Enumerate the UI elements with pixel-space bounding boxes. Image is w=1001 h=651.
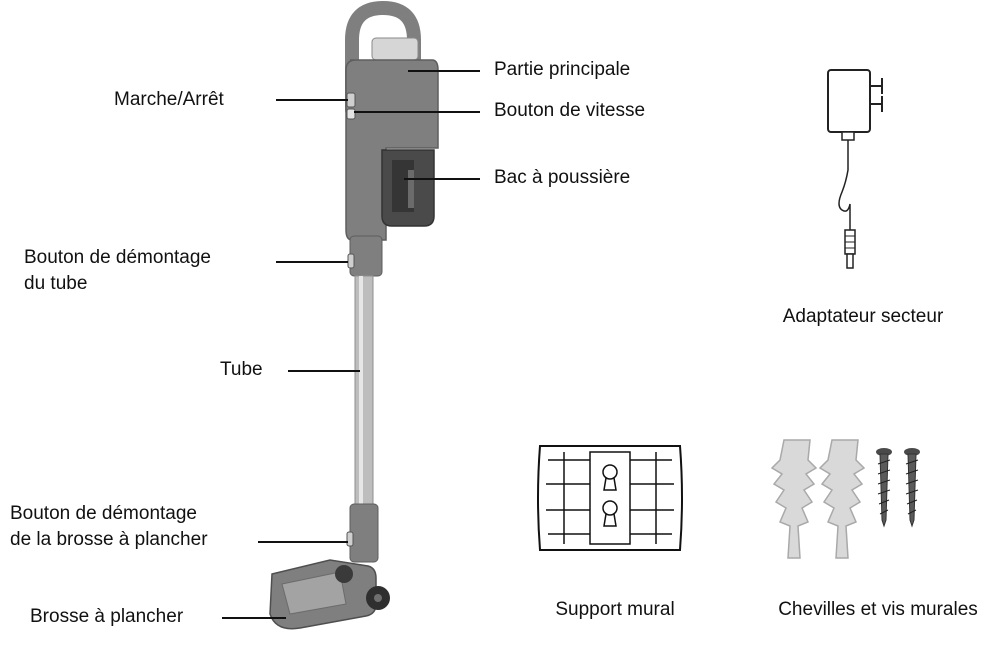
label-brush-release-line2: de la brosse à plancher — [10, 529, 208, 550]
label-speed-button: Bouton de vitesse — [494, 100, 646, 121]
callout-line-power — [276, 99, 348, 101]
vacuum-handle — [345, 0, 421, 117]
label-adapter: Adaptateur secteur — [782, 306, 944, 327]
label-tube-release-line2: du tube — [24, 273, 88, 294]
callout-line-dust-bin — [404, 178, 480, 180]
tube-graphic — [354, 275, 374, 507]
callout-line-tube — [288, 370, 360, 372]
label-anchors-screws: Chevilles et vis murales — [778, 599, 978, 620]
brush-neck — [349, 503, 379, 563]
callout-line-tube-release — [276, 261, 348, 263]
callout-line-floor-brush — [222, 617, 286, 619]
label-power: Marche/Arrêt — [114, 89, 224, 110]
anchors-screws-illustration — [770, 439, 920, 559]
adapter-illustration — [827, 69, 883, 269]
speed-button-graphic — [346, 108, 356, 120]
callout-line-brush-release — [258, 541, 348, 543]
label-tube: Tube — [220, 359, 263, 380]
label-floor-brush: Brosse à plancher — [30, 606, 184, 627]
label-wall-mount: Support mural — [555, 599, 675, 620]
label-brush-release-line1: Bouton de démontage — [10, 503, 197, 524]
tube-release-graphic — [347, 253, 355, 269]
motor-cap — [371, 37, 419, 61]
tube-connector — [349, 235, 383, 277]
brush-release-graphic — [346, 531, 354, 547]
main-body — [345, 59, 439, 241]
power-button-graphic — [346, 92, 356, 108]
wall-mount-illustration — [537, 445, 683, 551]
callout-line-main-body — [408, 70, 480, 72]
label-main-body: Partie principale — [494, 59, 631, 80]
callout-line-speed — [354, 111, 480, 113]
label-tube-release-line1: Bouton de démontage — [24, 247, 211, 268]
label-dust-bin: Bac à poussière — [494, 167, 631, 188]
